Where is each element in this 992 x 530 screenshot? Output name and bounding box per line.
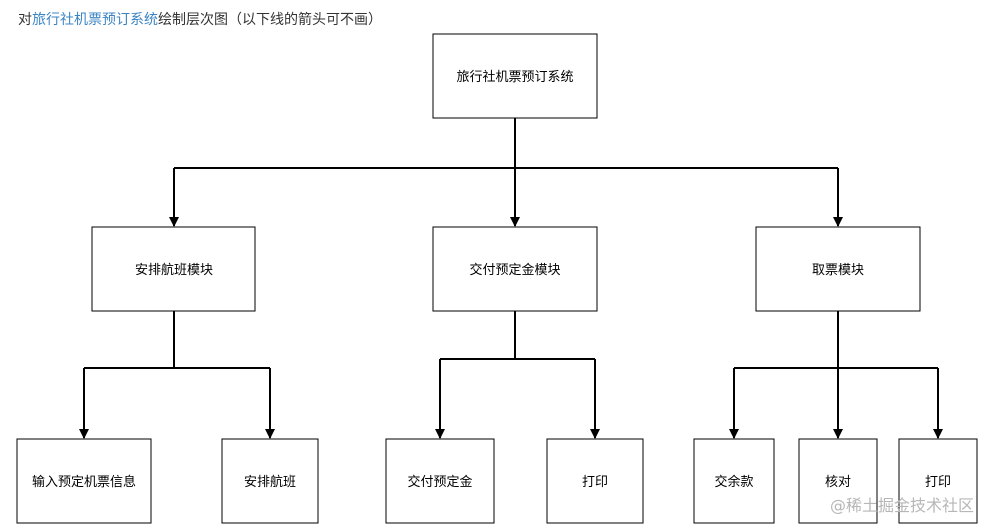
node-ticket-pickup-module: 取票模块 (755, 226, 921, 312)
node-schedule-flight: 安排航班 (221, 438, 319, 524)
node-enter-booking-info: 输入预定机票信息 (16, 438, 152, 524)
node-m3-label: 取票模块 (812, 263, 864, 278)
node-m1-label: 安排航班模块 (135, 262, 213, 278)
node-deposit-module: 交付预定金模块 (432, 226, 598, 312)
node-pay-deposit: 交付预定金 (385, 438, 495, 524)
instruction-suffix: 绘制层次图（以下线的箭头可不画） (158, 12, 382, 28)
node-l5-label: 交余款 (714, 474, 753, 490)
node-schedule-flight-module: 安排航班模块 (91, 226, 256, 312)
node-root-label: 旅行社机票预订系统 (456, 69, 573, 85)
node-verify: 核对 (798, 438, 878, 524)
edges-m3 (729, 311, 943, 439)
watermark: @稀土掘金技术社区 (829, 496, 974, 515)
node-l2-label: 安排航班 (244, 474, 296, 490)
node-l4-label: 打印 (582, 475, 608, 490)
node-print-2: 打印 (898, 438, 978, 524)
node-pay-balance: 交余款 (693, 438, 775, 524)
diagram-instruction: 对旅行社机票预订系统绘制层次图（以下线的箭头可不画） (18, 9, 382, 29)
node-root: 旅行社机票预订系统 (432, 33, 598, 119)
edges-m1 (79, 311, 275, 439)
edges-level-1 (169, 118, 843, 227)
node-l7-label: 打印 (925, 475, 951, 490)
system-name-link[interactable]: 旅行社机票预订系统 (32, 12, 158, 28)
edges-m2 (435, 311, 600, 439)
node-m2-label: 交付预定金模块 (469, 262, 560, 278)
node-print-1: 打印 (546, 438, 644, 524)
node-l6-label: 核对 (825, 475, 851, 490)
instruction-prefix: 对 (18, 12, 32, 28)
node-l1-label: 输入预定机票信息 (32, 474, 136, 490)
node-l3-label: 交付预定金 (407, 474, 472, 490)
